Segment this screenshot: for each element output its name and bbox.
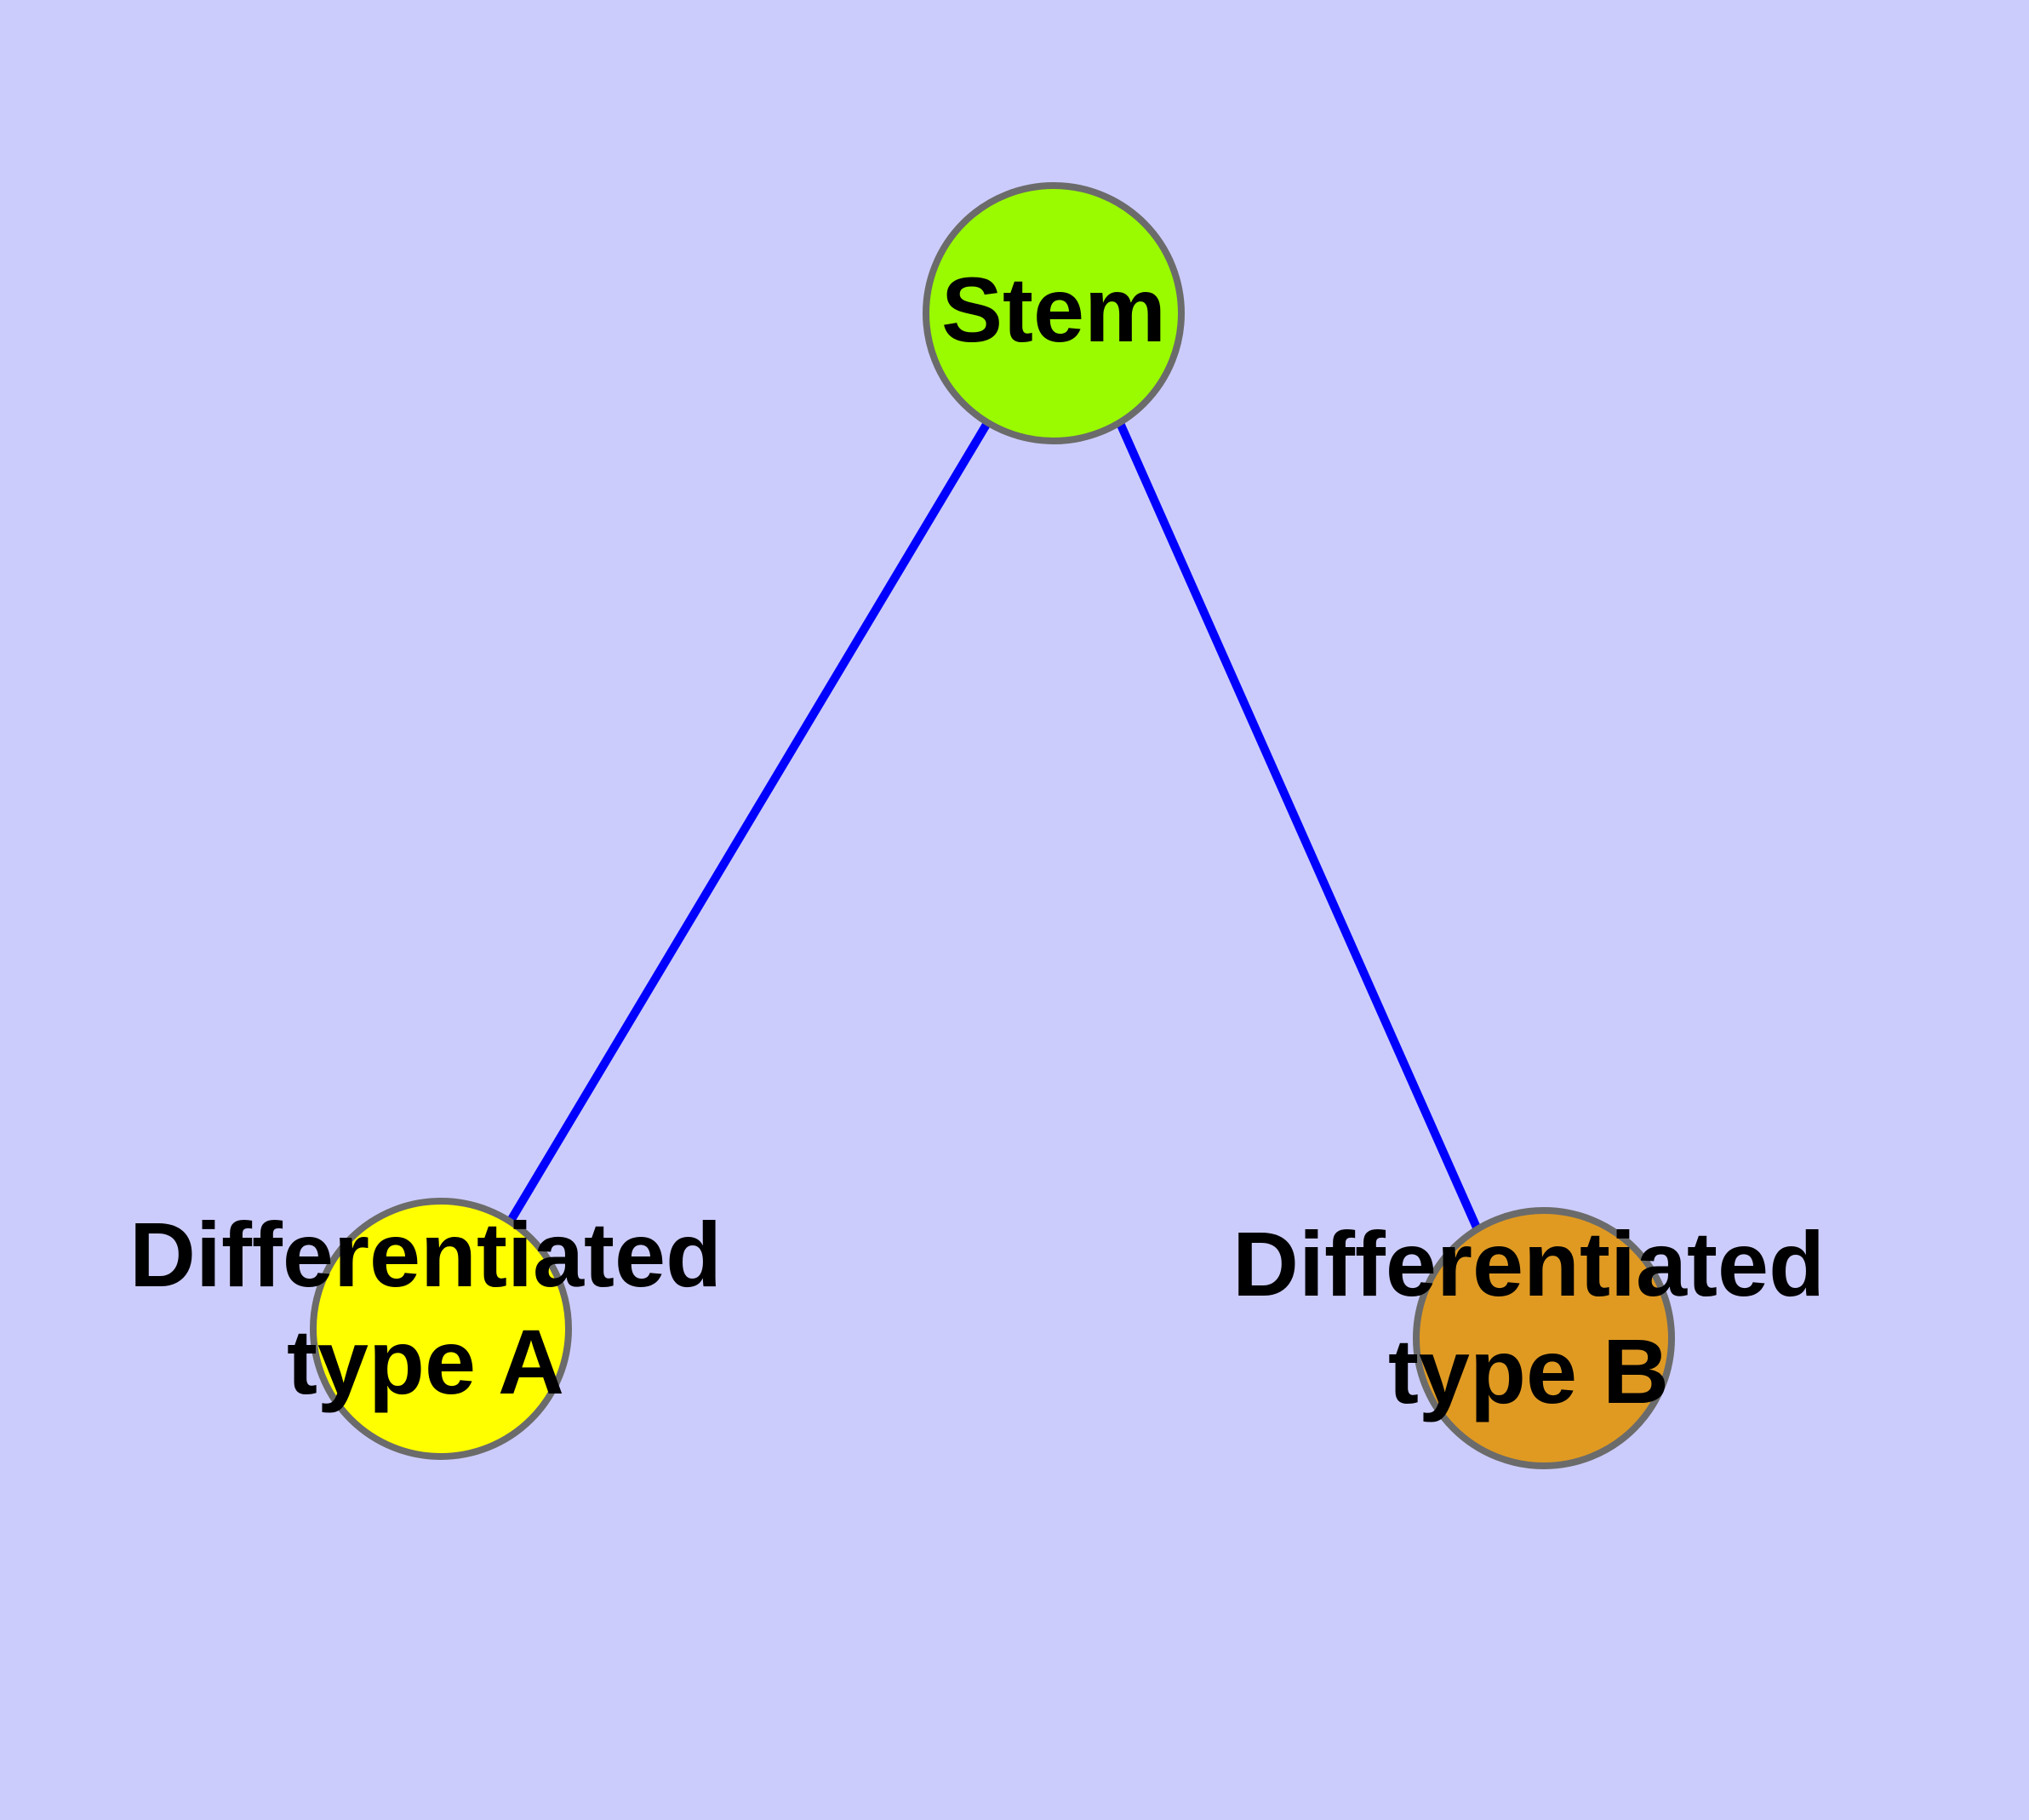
edges-layer [506,421,1481,1230]
nodes-layer [310,182,1675,1469]
edge-stem-to-differentiated-type-b[interactable] [1116,421,1481,1230]
node-stem[interactable] [923,182,1185,444]
edge-stem-to-differentiated-type-a[interactable] [506,421,992,1223]
node-differentiated-type-a[interactable] [310,1198,572,1460]
node-differentiated-type-b[interactable] [1413,1207,1675,1469]
node-label-stem: Stem [941,258,1166,361]
